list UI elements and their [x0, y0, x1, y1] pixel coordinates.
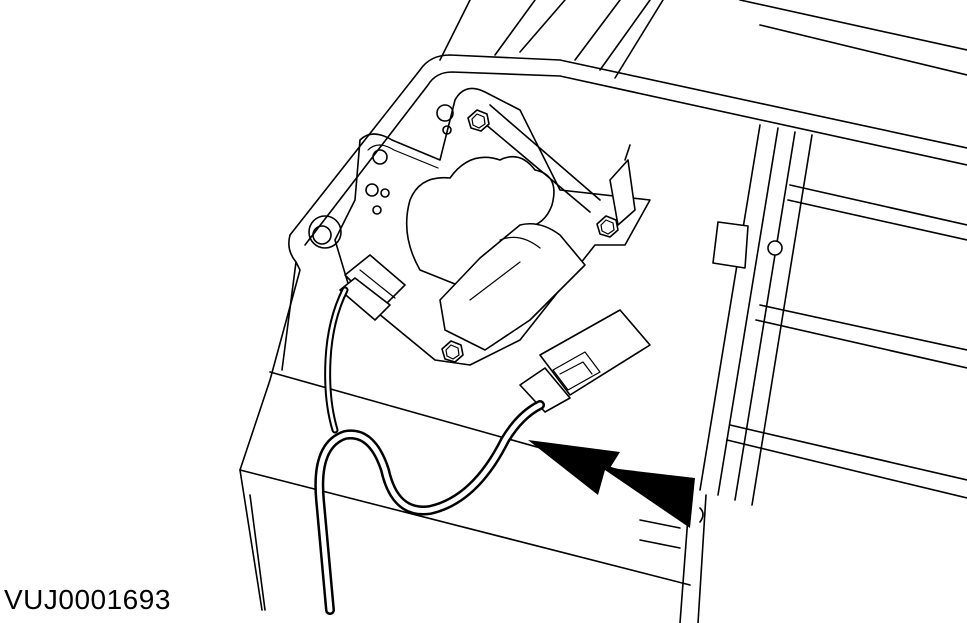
actuator-connector [339, 254, 406, 321]
wiring-harness [314, 286, 545, 615]
actuator-motor [405, 104, 636, 351]
bolt-icon-group [441, 109, 619, 363]
figure-id-label: VUJ0001693 [4, 584, 171, 615]
bolt-icon [441, 340, 464, 363]
wiring-connector [519, 309, 651, 413]
housing-frame [239, 0, 967, 623]
pointer-arrow-icon [528, 440, 695, 528]
bolt-icon [467, 109, 490, 132]
actuator-bracket [308, 87, 651, 366]
bolt-icon [596, 215, 619, 238]
